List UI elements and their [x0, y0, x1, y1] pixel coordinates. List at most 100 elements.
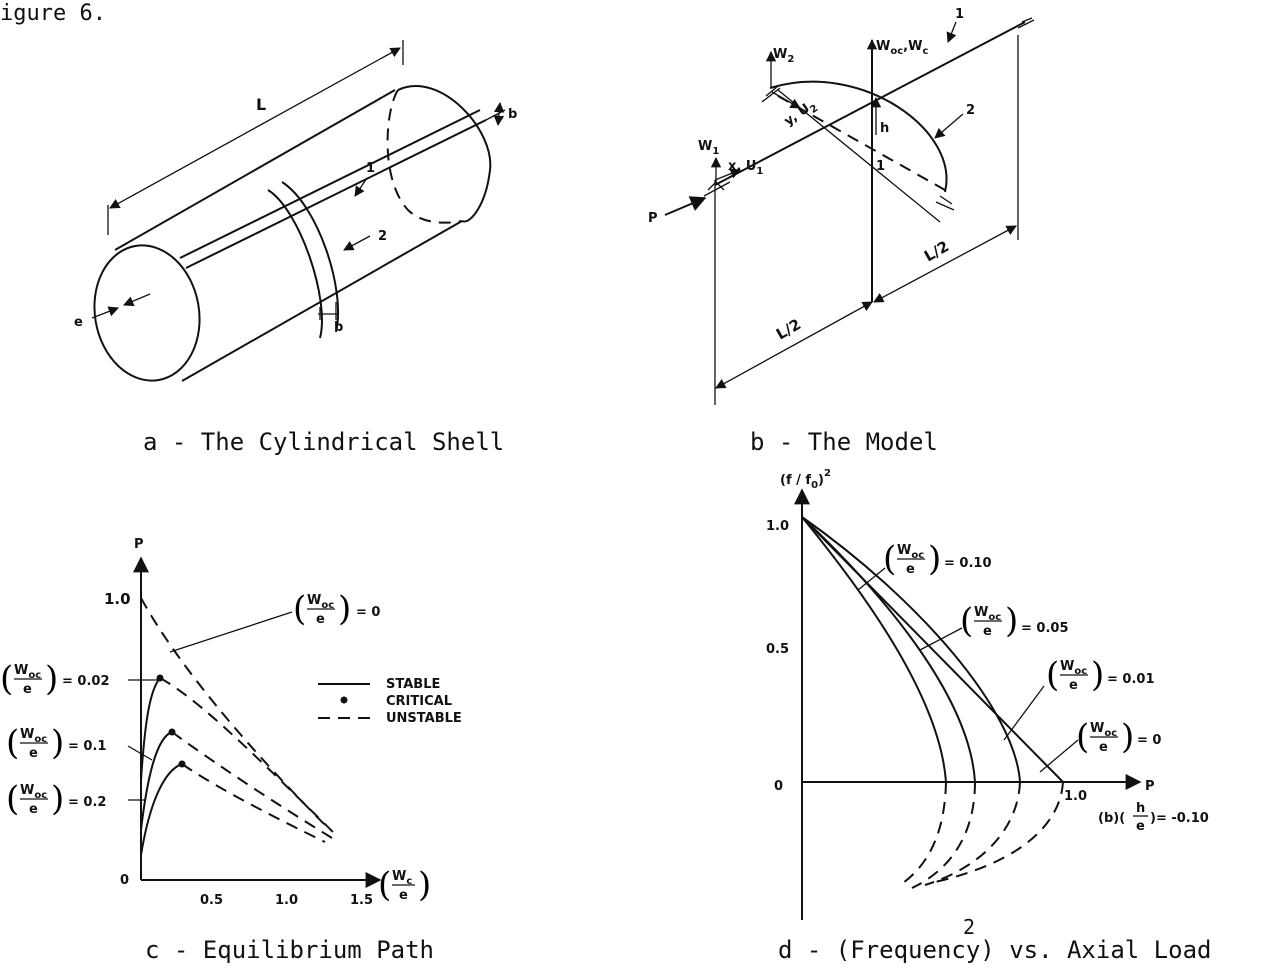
- c-critical-point: [168, 728, 176, 736]
- c-curve-02-stable: [140, 763, 183, 856]
- svg-text:e: e: [23, 682, 32, 697]
- c-x-tick-10: 1.0: [275, 893, 298, 908]
- svg-text:): ): [45, 659, 58, 699]
- svg-text:): ): [51, 723, 64, 763]
- c-curve-02-unstable: [181, 763, 326, 843]
- label-x-U1: x, U1: [728, 159, 763, 177]
- svg-text:): ): [418, 865, 431, 905]
- load-P-arrow: [664, 196, 707, 216]
- caption-a: a - The Cylindrical Shell: [143, 428, 504, 456]
- d-y-tick-05: 0.5: [766, 642, 789, 657]
- svg-text:h: h: [1136, 801, 1145, 816]
- caption-c: c - Equilibrium Path: [145, 936, 434, 964]
- d-series-label-005: ( Woc e ) = 0.05: [960, 601, 1069, 641]
- svg-text:(: (: [1076, 717, 1089, 757]
- panel-c-equilibrium-chart: P 1.0 0 0.5 1.0 1.5 ( Wc e ) ( W: [0, 537, 462, 908]
- dimension-L: [109, 47, 401, 209]
- svg-text:e: e: [29, 802, 38, 817]
- legend-critical: CRITICAL: [386, 694, 452, 709]
- d-curve-001: [801, 516, 1021, 783]
- cylinder-back-hidden-arc: [386, 89, 463, 224]
- svg-text:Wc: Wc: [392, 869, 412, 887]
- d-y-tick-10: 1.0: [766, 519, 789, 534]
- c-x-tick-0: 0: [120, 873, 129, 888]
- support-arch: [935, 195, 955, 211]
- svg-text:(: (: [6, 779, 19, 819]
- svg-text:(b)(: (b)(: [1098, 811, 1125, 826]
- svg-text:e: e: [983, 624, 992, 639]
- d-series-label-0: ( Woc e ) = 0: [1076, 717, 1161, 757]
- svg-text:= 0: = 0: [356, 605, 380, 620]
- c-critical-point: [156, 674, 164, 682]
- c-series-label-0: ( Woc e ) = 0: [293, 589, 380, 629]
- c-series-label-02: ( Woc e ) = 0.2: [6, 779, 106, 819]
- c-x-tick-05: 0.5: [200, 893, 223, 908]
- caption-d-superscript: 2: [963, 915, 975, 939]
- svg-text:= 0.10: = 0.10: [944, 556, 992, 571]
- c-curve-002-stable: [140, 677, 161, 781]
- d-x-axis-label: P: [1145, 779, 1155, 794]
- label-P: P: [648, 211, 658, 226]
- legend-critical-dot: [340, 696, 348, 704]
- d-y-axis-label: (f / f0)2: [780, 468, 831, 491]
- svg-text:= 0.02: = 0.02: [62, 674, 110, 689]
- label-b-top: b: [508, 107, 517, 122]
- panel-a-cylinder: L b 1 2 b e: [74, 40, 517, 382]
- svg-text:): ): [338, 589, 351, 629]
- d-series-label-001: ( Woc e ) = 0.01: [1046, 655, 1155, 695]
- svg-text:= 0: = 0: [1137, 733, 1161, 748]
- support-right: [1017, 17, 1035, 29]
- label-L2-lower: L/2: [773, 315, 804, 343]
- c-curve-01-stable: [140, 731, 173, 831]
- svg-text:Woc: Woc: [974, 605, 1001, 623]
- label-1: 1: [366, 161, 375, 176]
- svg-text:e: e: [906, 562, 915, 577]
- d-y-tick-0: 0: [774, 779, 783, 794]
- c-critical-point: [178, 760, 186, 768]
- svg-text:Woc: Woc: [897, 543, 924, 561]
- d-param-note: (b)( h e )= -0.10: [1098, 801, 1209, 834]
- svg-text:Woc: Woc: [20, 783, 47, 801]
- label-2-model: 2: [966, 103, 975, 118]
- dimension-L2-right: [873, 225, 1017, 303]
- svg-text:(: (: [1046, 655, 1059, 695]
- cylinder-bottom-edge: [181, 220, 463, 382]
- svg-text:= 0.01: = 0.01: [1107, 672, 1155, 687]
- d-series-label-010: ( Woc e ) = 0.10: [883, 539, 992, 579]
- svg-text:e: e: [29, 746, 38, 761]
- panel-d-frequency-chart: (f / f0)2 1.0 0.5 0 1.0 P ( Woc e ) = 0.…: [766, 468, 1209, 920]
- stringer-line-bottom: [185, 119, 487, 269]
- leader-1: [354, 177, 368, 197]
- svg-text:= 0.1: = 0.1: [68, 739, 106, 754]
- cylinder-front-end: [93, 244, 201, 382]
- c-curve-002-unstable: [159, 677, 335, 834]
- label-2: 2: [378, 229, 387, 244]
- svg-text:= 0.05: = 0.05: [1021, 621, 1069, 636]
- c-legend: STABLE CRITICAL UNSTABLE: [318, 677, 462, 726]
- cylinder-top-edge: [114, 89, 396, 251]
- svg-text:): ): [928, 539, 941, 579]
- label-L: L: [256, 95, 266, 114]
- c-y-axis-label: P: [134, 537, 144, 552]
- svg-text:e: e: [316, 612, 325, 627]
- caption-d: d - (Frequency) vs. Axial Load: [778, 936, 1211, 964]
- beam-1: [714, 21, 1026, 186]
- dimension-L2-lower: [715, 301, 873, 389]
- label-h: h: [880, 121, 889, 136]
- svg-text:): ): [51, 779, 64, 819]
- svg-text:(: (: [378, 865, 391, 905]
- d-x-tick-10: 1.0: [1064, 789, 1087, 804]
- svg-text:e: e: [399, 888, 408, 903]
- svg-text:): ): [1091, 655, 1104, 695]
- svg-text:Woc: Woc: [14, 663, 41, 681]
- svg-text:Woc: Woc: [20, 727, 47, 745]
- svg-text:= 0.2: = 0.2: [68, 795, 106, 810]
- label-W2: W2: [773, 47, 794, 65]
- panel-b-model: h P x, U1 W1 y, U2 W2 Woc,Wc 1 2 1 L/2 L…: [648, 7, 1035, 405]
- svg-text:e: e: [1069, 678, 1078, 693]
- svg-text:(: (: [293, 589, 306, 629]
- svg-text:): ): [1005, 601, 1018, 641]
- c-x-tick-15: 1.5: [350, 893, 373, 908]
- label-1-mid: 1: [876, 159, 885, 174]
- d-curve-0: [801, 516, 1064, 783]
